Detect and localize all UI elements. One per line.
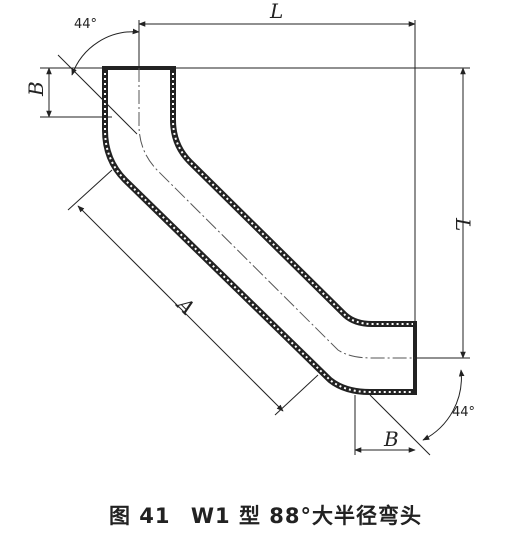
figure-caption: 图 41 W1 型 88°大半径弯头 [0, 500, 531, 530]
dim-line-A [77, 205, 284, 412]
angle-arc-top [71, 28, 140, 76]
dim-label-L-vertical: L [451, 217, 475, 231]
figure-number: 图 41 [109, 504, 171, 528]
extension-lines [40, 20, 470, 456]
dim-label-B-left: B [24, 81, 48, 97]
pipe-inner-wall [170, 68, 415, 327]
center-line [138, 68, 415, 359]
angle-arc-bottom [422, 369, 465, 441]
dim-label-A: A [171, 291, 200, 320]
angle-label-top: 44° [74, 17, 97, 32]
pipe-wall-hatch [104, 68, 415, 393]
figure-title: W1 型 88°大半径弯头 [190, 504, 422, 528]
dim-label-L-horizontal: L [269, 0, 283, 23]
elbow-drawing: 44° 44° L L B B A [24, 0, 475, 456]
dim-label-B-bottom: B [383, 427, 399, 451]
angle-label-bottom: 44° [452, 405, 475, 420]
